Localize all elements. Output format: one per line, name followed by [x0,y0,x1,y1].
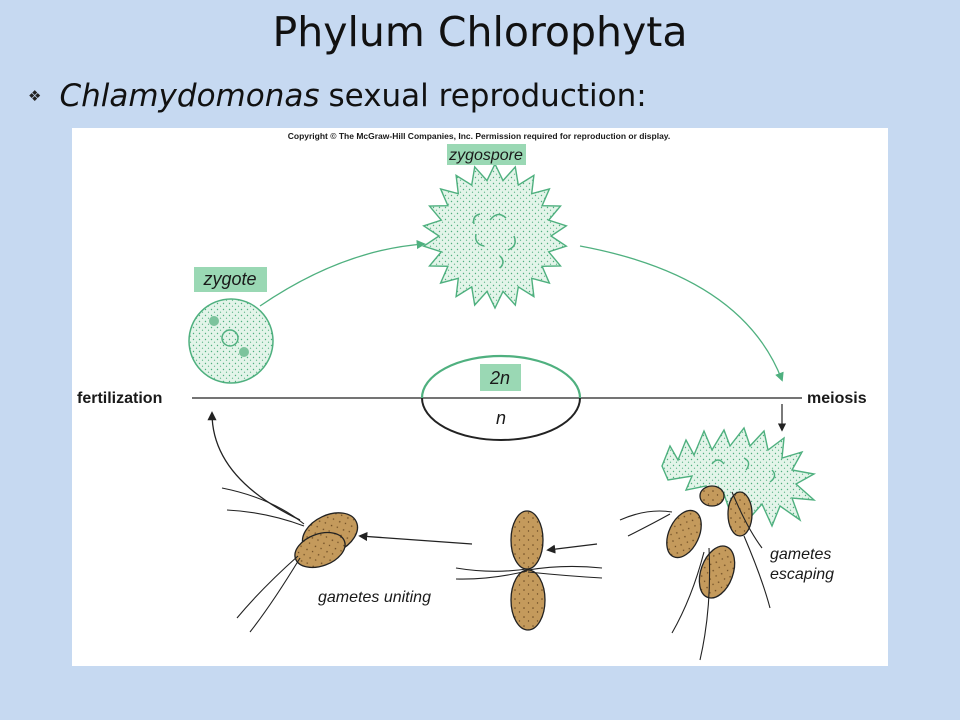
zygospore-to-meiosis-arrow [579,245,784,382]
bullet-item: ❖ Chlamydomonas sexual reproduction: [28,74,647,118]
zygote-label-box [194,267,267,292]
uniting-to-pair-arrow [358,531,473,545]
escaping-to-uniting-arrow [546,543,598,554]
diploid-arc [420,354,582,399]
zygospore-label: zygospore [448,147,523,164]
uniting-gamete-cells [455,510,603,631]
haploid-arc [421,397,581,441]
gametes-escaping-label-line2: escaping [770,566,834,583]
fertilization-label: fertilization [77,390,162,407]
zygospore-cell [422,162,568,310]
zygote-cell [188,298,274,384]
escaping-gamete-cells [619,485,771,661]
zygospore-label-box [447,144,526,165]
meiosis-label: meiosis [807,390,867,407]
diploid-label: 2n [489,368,510,388]
bullet-genus-name: Chlamydomonas [59,78,320,114]
copyright-notice: Copyright © The McGraw-Hill Companies, I… [288,131,671,141]
life-cycle-figure: Copyright © The McGraw-Hill Companies, I… [72,128,888,666]
zygote-label: zygote [202,269,256,289]
bullet-text: sexual reproduction: [328,78,647,114]
slide-title: Phylum Chlorophyta [272,8,688,56]
zygote-to-zygospore-arrow [259,239,426,307]
haploid-label: n [496,408,506,428]
gametes-escaping-label-line1: gametes [770,546,831,563]
diploid-label-box [480,364,521,391]
bullet-diamond-icon: ❖ [28,87,42,105]
pair-to-fertilization-arrow [207,411,301,521]
gametes-uniting-label: gametes uniting [318,589,431,606]
fused-gamete-pair [221,487,359,633]
